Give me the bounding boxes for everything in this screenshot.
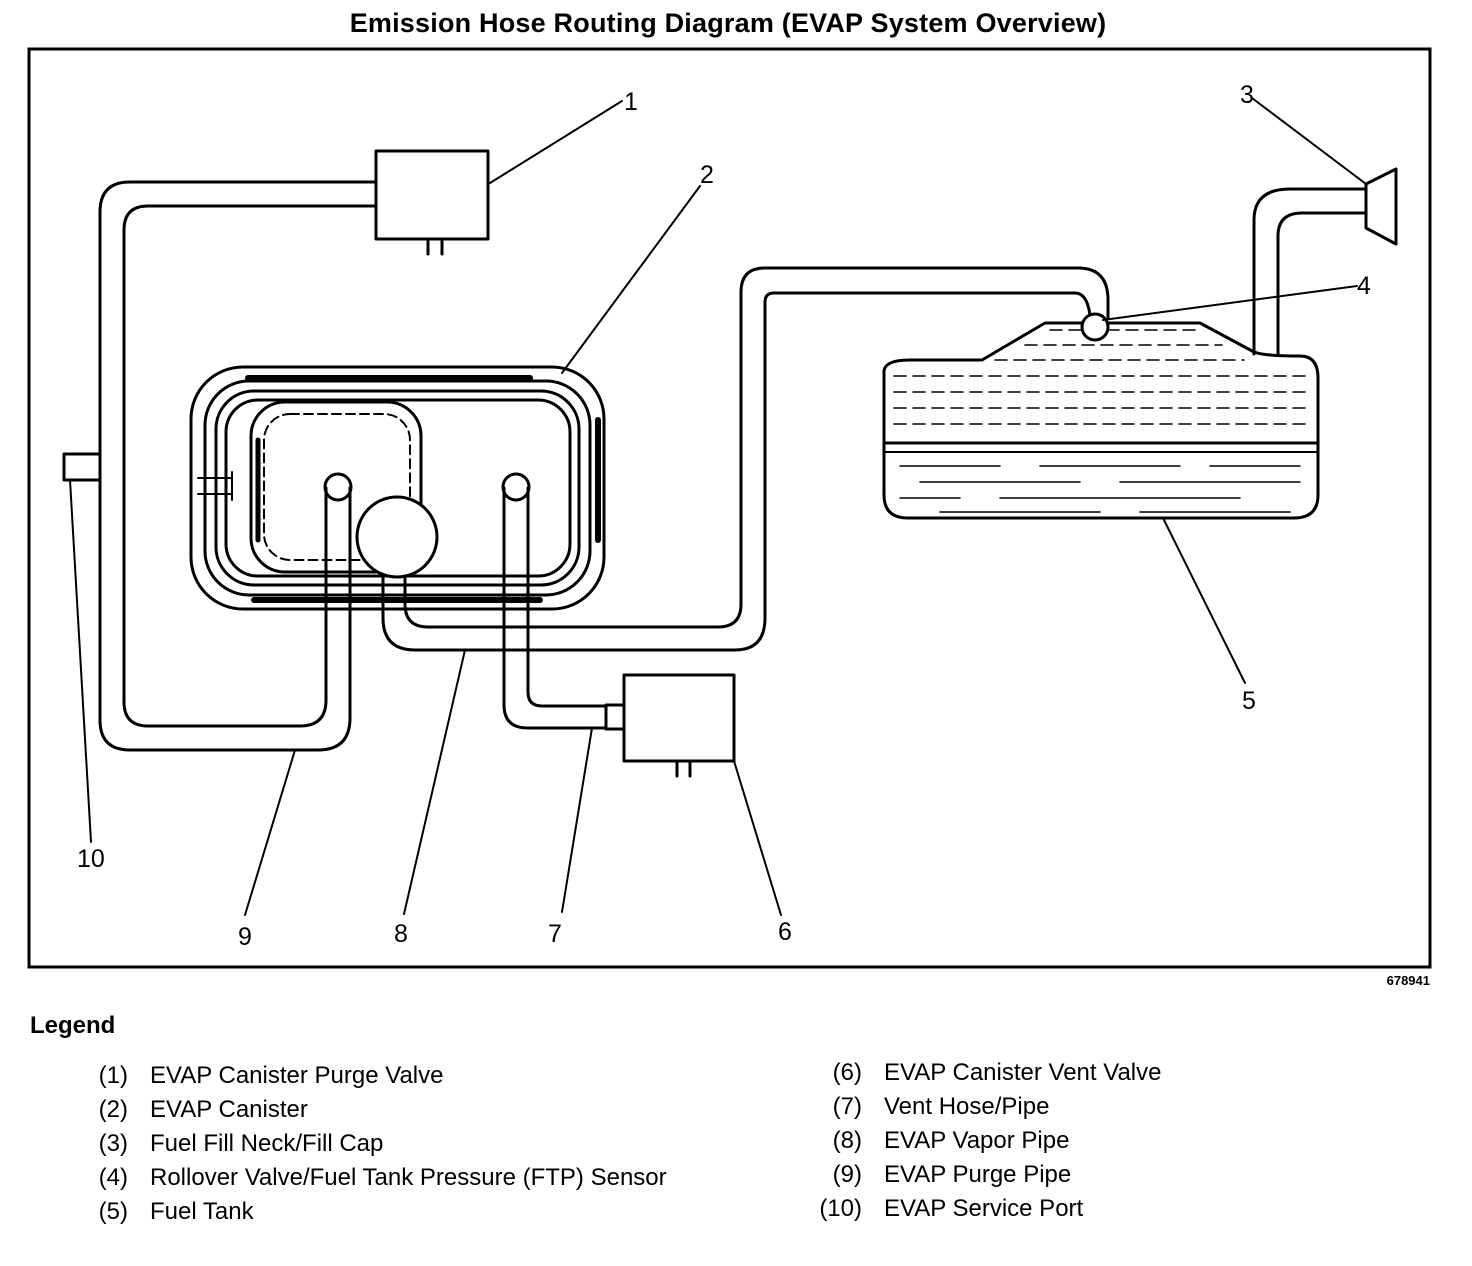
purge-pipe-end xyxy=(323,472,353,502)
vent-hose-outer xyxy=(502,486,608,730)
legend-key: (7) xyxy=(832,1093,862,1120)
legend-label: EVAP Canister xyxy=(150,1096,308,1123)
vapor-pipe-inner xyxy=(403,266,1110,629)
diagram-frame xyxy=(27,47,1432,969)
legend-key: (9) xyxy=(832,1161,862,1188)
vapor-dashes xyxy=(893,329,1311,425)
fuel-tank-outline xyxy=(882,321,1320,520)
legend-key: (5) xyxy=(98,1198,128,1225)
vent-valve-nipple xyxy=(675,759,692,778)
legend-label: Fuel Tank xyxy=(150,1198,254,1225)
legend-item: (5) Fuel Tank xyxy=(68,1195,670,1229)
legend-item: (3) Fuel Fill Neck/Fill Cap xyxy=(68,1127,670,1161)
purge-pipe-inner xyxy=(122,204,378,728)
canister-chamber-inner xyxy=(263,413,411,561)
legend-item: (1) EVAP Canister Purge Valve xyxy=(68,1059,670,1093)
canister-shell-3 xyxy=(214,389,581,587)
figure-number: 678941 xyxy=(1387,973,1430,988)
fill-cap xyxy=(1364,167,1398,246)
callout-4: 4 xyxy=(1357,272,1371,300)
legend-right-column: (6) EVAP Canister Vent Valve (7) Vent Hose… xyxy=(800,1056,1162,1226)
purge-valve-body xyxy=(374,149,490,241)
fill-neck-inner xyxy=(1276,211,1369,356)
liquid-fuel-lines xyxy=(899,465,1301,513)
legend-key: (4) xyxy=(98,1164,128,1191)
legend-item: (6) EVAP Canister Vent Valve xyxy=(800,1056,1162,1090)
callout-6: 6 xyxy=(778,918,792,946)
purge-pipe-outer xyxy=(98,180,378,752)
canister-side-fitting xyxy=(197,471,233,501)
legend-label: EVAP Canister Vent Valve xyxy=(884,1059,1162,1086)
canister-chamber-outer xyxy=(249,400,423,574)
legend-key: (6) xyxy=(832,1059,862,1086)
callout-leaders xyxy=(69,97,1367,916)
legend-label: Vent Hose/Pipe xyxy=(884,1093,1050,1120)
callout-2: 2 xyxy=(700,161,714,189)
evap-routing-diagram: 1 2 3 4 5 6 7 8 9 10 678941 xyxy=(27,47,1432,988)
purge-valve-nipple xyxy=(426,237,444,256)
vapor-pipe-outer xyxy=(381,291,1092,652)
canister-vent-dome xyxy=(355,495,439,579)
legend-key: (10) xyxy=(819,1195,862,1222)
legend-item: (7) Vent Hose/Pipe xyxy=(800,1090,1162,1124)
legend-key: (2) xyxy=(98,1096,128,1123)
legend-item: (8) EVAP Vapor Pipe xyxy=(800,1124,1162,1158)
legend-label: Fuel Fill Neck/Fill Cap xyxy=(150,1130,384,1157)
callout-9: 9 xyxy=(238,923,252,951)
legend-left-column: (1) EVAP Canister Purge Valve (2) EVAP Can… xyxy=(68,1059,670,1229)
legend-label: Rollover Valve/Fuel Tank Pressure (FTP) … xyxy=(150,1164,667,1191)
legend-label: EVAP Vapor Pipe xyxy=(884,1127,1070,1154)
vent-hose-end xyxy=(501,472,531,502)
legend-label: EVAP Purge Pipe xyxy=(884,1161,1072,1188)
callout-1: 1 xyxy=(624,88,638,116)
legend-label: EVAP Service Port xyxy=(884,1195,1084,1222)
vent-hose-coupler xyxy=(604,703,626,731)
callout-7: 7 xyxy=(548,920,562,948)
callout-5: 5 xyxy=(1242,687,1256,715)
legend-key: (3) xyxy=(98,1130,128,1157)
legend-item: (9) EVAP Purge Pipe xyxy=(800,1158,1162,1192)
canister-shell-outer xyxy=(189,365,606,611)
vent-valve-body xyxy=(622,673,736,763)
fill-neck-outer xyxy=(1252,187,1369,356)
callout-8: 8 xyxy=(394,920,408,948)
service-port xyxy=(62,452,102,482)
legend-item: (10) EVAP Service Port xyxy=(800,1192,1162,1226)
legend-item: (4) Rollover Valve/Fuel Tank Pressure (FT… xyxy=(68,1161,670,1195)
legend-key: (8) xyxy=(832,1127,862,1154)
vent-hose-inner xyxy=(526,486,608,708)
legend-key: (1) xyxy=(98,1062,128,1089)
legend-item: (2) EVAP Canister xyxy=(68,1093,670,1127)
diagram-title: Emission Hose Routing Diagram (EVAP Syst… xyxy=(349,8,1107,38)
legend-label: EVAP Canister Purge Valve xyxy=(150,1062,444,1089)
legend-heading: Legend xyxy=(30,1012,116,1039)
rollover-valve xyxy=(1080,312,1110,342)
callout-3: 3 xyxy=(1240,81,1254,109)
callout-10: 10 xyxy=(77,845,105,873)
